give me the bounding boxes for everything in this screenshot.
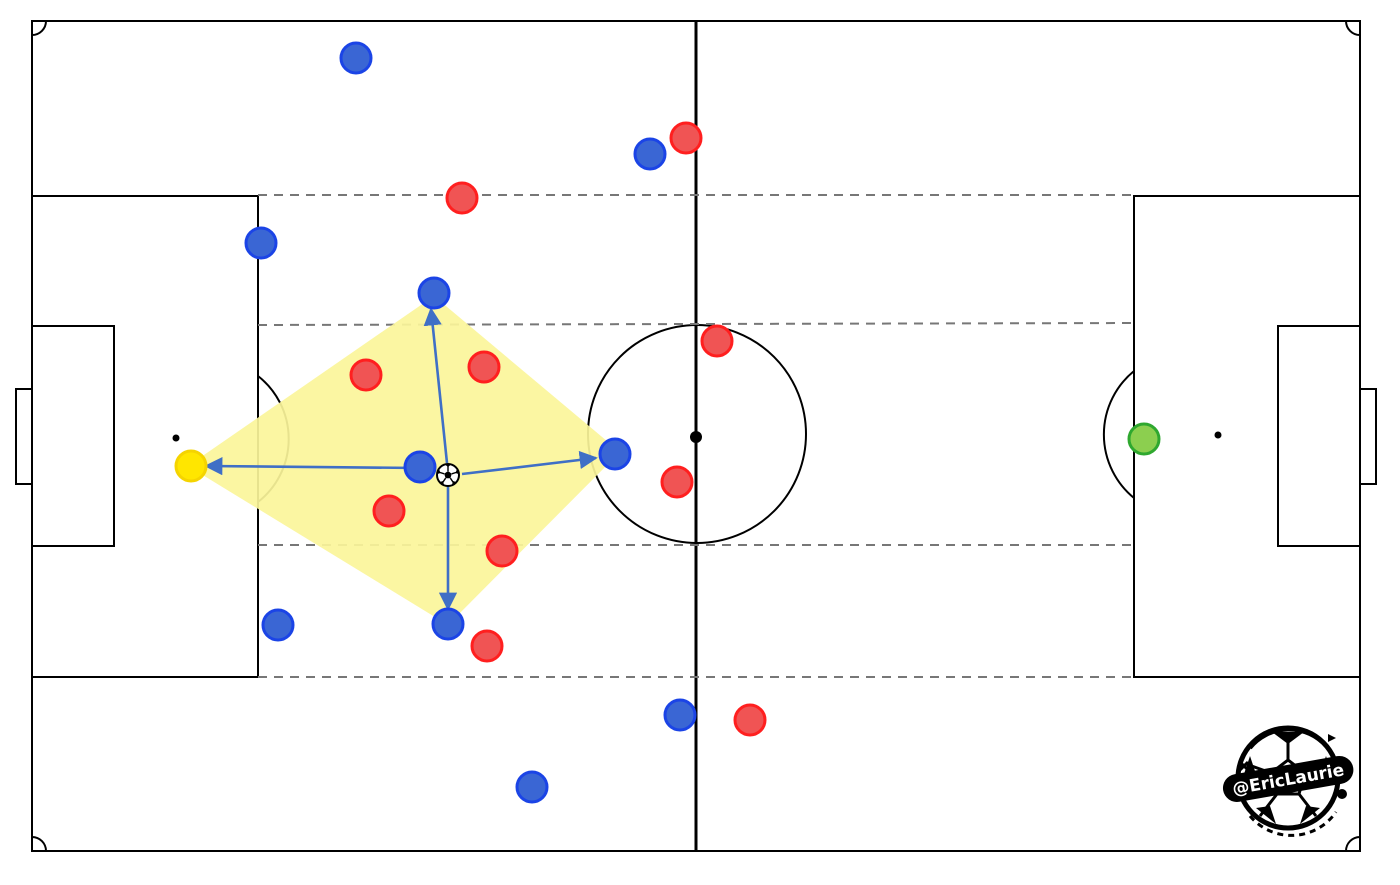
centre-spot: [690, 431, 702, 443]
red-player: [470, 629, 504, 663]
soccer-ball-icon: [436, 463, 460, 487]
right-goal-area: [1277, 325, 1361, 547]
blue-player: [663, 698, 697, 732]
corner-arc-bottom-left: [31, 836, 47, 852]
blue-player: [515, 770, 549, 804]
right-penalty-area: [1133, 195, 1361, 678]
passing-option-zone: [188, 296, 620, 625]
blue-player: [403, 450, 437, 484]
red-player: [445, 181, 479, 215]
red-player: [733, 703, 767, 737]
blue-player: [431, 607, 465, 641]
right-penalty-arc: [1102, 370, 1135, 499]
right-goal: [1359, 388, 1377, 485]
red-player: [660, 465, 694, 499]
red-player: [372, 494, 406, 528]
left-goal-area: [31, 325, 115, 547]
red-player: [669, 121, 703, 155]
blue-player: [417, 276, 451, 310]
left-penalty-spot: [172, 434, 180, 442]
blue-player: [598, 437, 632, 471]
red-player: [485, 534, 519, 568]
left-goal: [15, 388, 33, 485]
pass-arrow-up: [423, 307, 449, 464]
corner-arc-top-right: [1345, 20, 1361, 36]
corner-arc-top-left: [31, 20, 47, 36]
lane-line-2: [257, 322, 1135, 326]
blue-player: [633, 137, 667, 171]
passing-arrows: [204, 307, 598, 611]
pass-arrow-right: [461, 450, 598, 476]
pass-arrow-to-goalkeeper: [204, 457, 421, 476]
blue-player: [339, 41, 373, 75]
left-penalty-area: [31, 195, 259, 678]
red-player: [700, 324, 734, 358]
blue-player: [244, 226, 278, 260]
blue-goalkeeper: [174, 449, 208, 483]
blue-team: [174, 41, 697, 804]
red-goalkeeper: [1127, 422, 1161, 456]
blue-player: [261, 608, 295, 642]
eric-laurie-badge-icon: @EricLaurie: [1222, 725, 1354, 837]
right-penalty-spot: [1214, 431, 1222, 439]
corner-arc-bottom-right: [1345, 836, 1361, 852]
red-player: [467, 350, 501, 384]
red-player: [349, 358, 383, 392]
red-team: [349, 121, 1161, 737]
